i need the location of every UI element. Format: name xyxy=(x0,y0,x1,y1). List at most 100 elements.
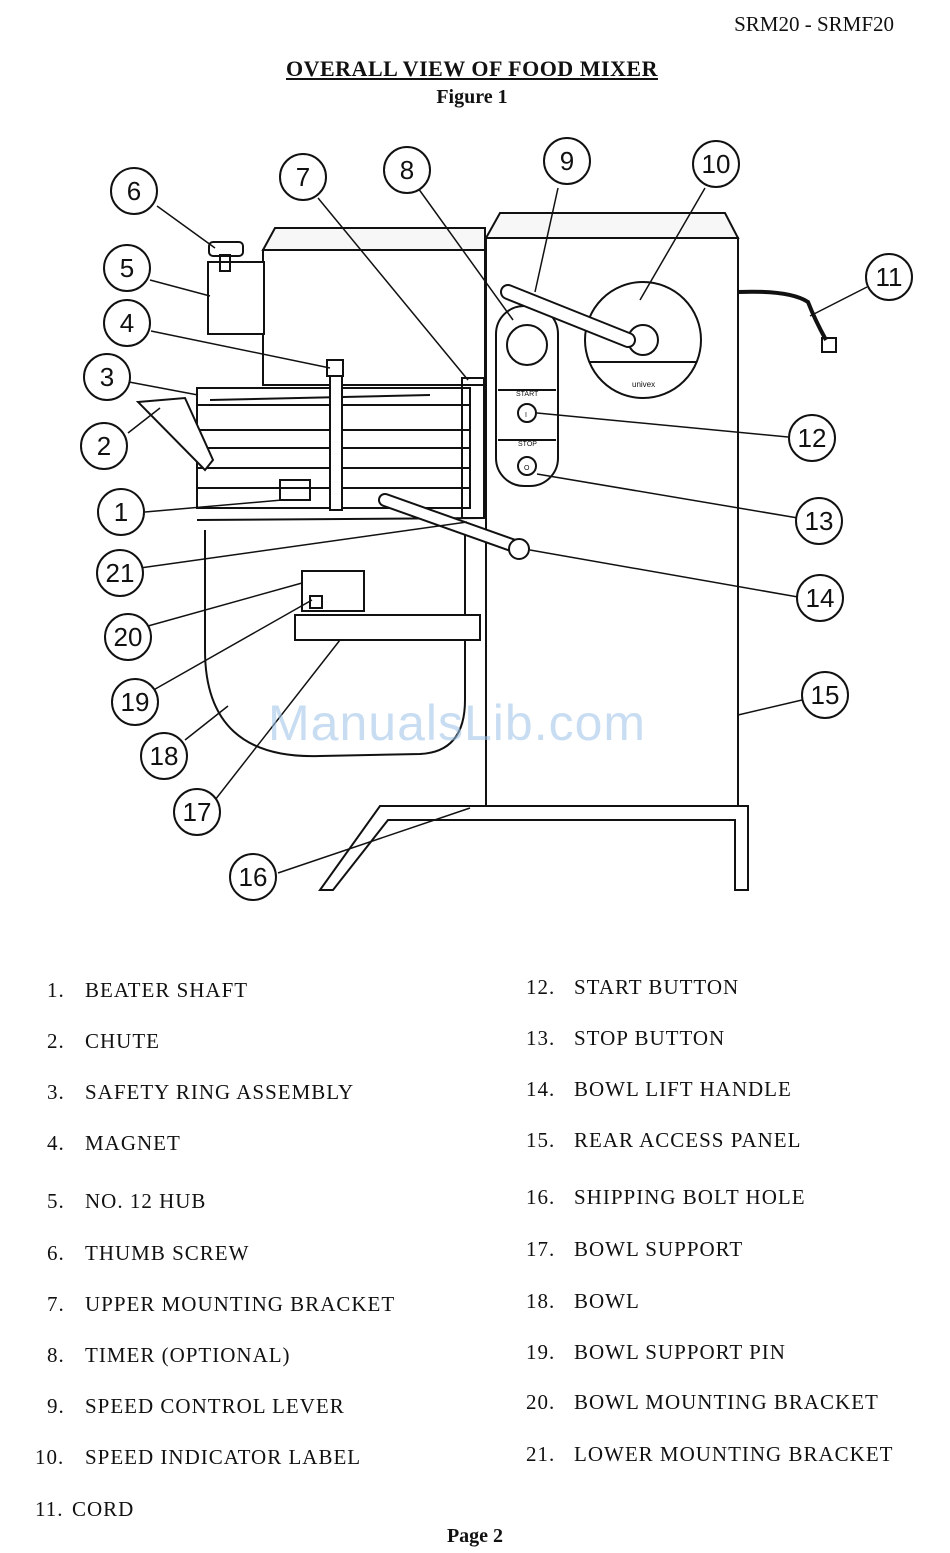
callout-5: 5 xyxy=(103,244,151,292)
callout-18: 18 xyxy=(140,732,188,780)
legend-number: 14. xyxy=(526,1077,556,1101)
callout-number: 10 xyxy=(702,149,731,179)
callout-circle xyxy=(80,422,128,470)
callout-circle xyxy=(173,788,221,836)
callout-circle xyxy=(97,488,145,536)
callout-number: 20 xyxy=(114,622,143,652)
legend-label: CORD xyxy=(72,1497,135,1521)
callout-9: 9 xyxy=(543,137,591,185)
callout-circle xyxy=(865,253,913,301)
legend-item: 21.LOWER MOUNTING BRACKET xyxy=(526,1442,893,1467)
legend-label: SHIPPING BOLT HOLE xyxy=(574,1185,806,1209)
callout-number: 12 xyxy=(798,423,827,453)
legend-label: UPPER MOUNTING BRACKET xyxy=(85,1292,396,1316)
legend-item: 19.BOWL SUPPORT PIN xyxy=(526,1340,786,1365)
legend-number: 11. xyxy=(35,1497,64,1521)
legend-number: 20. xyxy=(526,1390,556,1414)
legend-label: BOWL SUPPORT xyxy=(574,1237,744,1261)
legend-number: 16. xyxy=(526,1185,556,1209)
legend-item: 7. UPPER MOUNTING BRACKET xyxy=(47,1292,395,1317)
legend-number: 9. xyxy=(47,1394,65,1418)
legend-item: 3.SAFETY RING ASSEMBLY xyxy=(47,1080,354,1105)
legend-label: REAR ACCESS PANEL xyxy=(574,1128,802,1152)
callout-3: 3 xyxy=(83,353,131,401)
callout-16: 16 xyxy=(229,853,277,901)
callout-7: 7 xyxy=(279,153,327,201)
legend-item: 1.BEATER SHAFT xyxy=(47,978,248,1003)
callout-14: 14 xyxy=(796,574,844,622)
callout-number: 8 xyxy=(400,155,414,185)
legend-item: 9. SPEED CONTROL LEVER xyxy=(47,1394,345,1419)
legend-label: START BUTTON xyxy=(574,975,740,999)
callout-number: 6 xyxy=(127,176,141,206)
legend-number: 19. xyxy=(526,1340,556,1364)
legend-number: 12. xyxy=(526,975,556,999)
legend-item: 14. BOWL LIFT HANDLE xyxy=(526,1077,792,1102)
callout-circle xyxy=(543,137,591,185)
legend-number: 4. xyxy=(47,1131,65,1155)
callout-number: 15 xyxy=(811,680,840,710)
figure-label: Figure 1 xyxy=(436,86,508,108)
callout-number: 17 xyxy=(183,797,212,827)
legend-item: 2.CHUTE xyxy=(47,1029,160,1054)
legend-item: 13.STOP BUTTON xyxy=(526,1026,725,1051)
callout-circle xyxy=(229,853,277,901)
legend-item: 12. START BUTTON xyxy=(526,975,739,1000)
callout-circle xyxy=(111,678,159,726)
callout-circle xyxy=(796,574,844,622)
legend-item: 8.TIMER (OPTIONAL) xyxy=(47,1343,291,1368)
callout-number: 16 xyxy=(239,862,268,892)
model-number: SRM20 - SRMF20 xyxy=(734,12,894,36)
callout-number: 19 xyxy=(121,687,150,717)
callout-circle xyxy=(110,167,158,215)
callout-circle xyxy=(103,299,151,347)
mixer-drawing xyxy=(135,212,837,891)
callout-number: 11 xyxy=(876,262,903,292)
leader-lines xyxy=(127,187,868,874)
callout-number: 18 xyxy=(150,741,179,771)
callout-circle xyxy=(801,671,849,719)
legend-number: 8. xyxy=(47,1343,65,1367)
callout-20: 20 xyxy=(104,613,152,661)
callout-number: 13 xyxy=(805,506,834,536)
legend-number: 7. xyxy=(47,1292,65,1316)
callout-19: 19 xyxy=(111,678,159,726)
legend-item: 6.THUMB SCREW xyxy=(47,1241,249,1266)
legend-label: MAGNET xyxy=(85,1131,181,1155)
callout-8: 8 xyxy=(383,146,431,194)
callout-6: 6 xyxy=(110,167,158,215)
callout-circle xyxy=(140,732,188,780)
callout-4: 4 xyxy=(103,299,151,347)
legend-label: SPEED CONTROL LEVER xyxy=(85,1394,345,1418)
legend-number: 15. xyxy=(526,1128,556,1152)
legend-number: 1. xyxy=(47,978,65,1002)
watermark: ManualsLib.com xyxy=(268,695,647,751)
legend-label: STOP BUTTON xyxy=(574,1026,726,1050)
legend-item: 4. MAGNET xyxy=(47,1131,181,1156)
callout-circle xyxy=(692,140,740,188)
legend-item: 5.NO. 12 HUB xyxy=(47,1189,206,1214)
callout-15: 15 xyxy=(801,671,849,719)
panel-text: START STOP I O univex xyxy=(516,380,655,472)
page-title: OVERALL VIEW OF FOOD MIXER xyxy=(286,56,658,81)
legend-label: SAFETY RING ASSEMBLY xyxy=(85,1080,355,1104)
legend-item: 18.BOWL xyxy=(526,1289,640,1314)
callout-17: 17 xyxy=(173,788,221,836)
legend-label: THUMB SCREW xyxy=(85,1241,250,1265)
page-number: Page 2 xyxy=(446,1525,504,1547)
legend-label: BOWL LIFT HANDLE xyxy=(574,1077,792,1101)
callout-circle xyxy=(96,549,144,597)
legend-label: CHUTE xyxy=(85,1029,160,1053)
callout-21: 21 xyxy=(96,549,144,597)
start-symbol: I xyxy=(525,412,527,419)
stop-label: STOP xyxy=(518,441,537,448)
callout-number: 14 xyxy=(806,583,835,613)
legend-label: BOWL xyxy=(574,1289,640,1313)
callout-number: 7 xyxy=(296,162,310,192)
legend-label: SPEED INDICATOR LABEL xyxy=(85,1445,362,1469)
legend-number: 10. xyxy=(35,1445,65,1469)
legend-number: 5. xyxy=(47,1189,65,1213)
callout-11: 11 xyxy=(865,253,913,301)
